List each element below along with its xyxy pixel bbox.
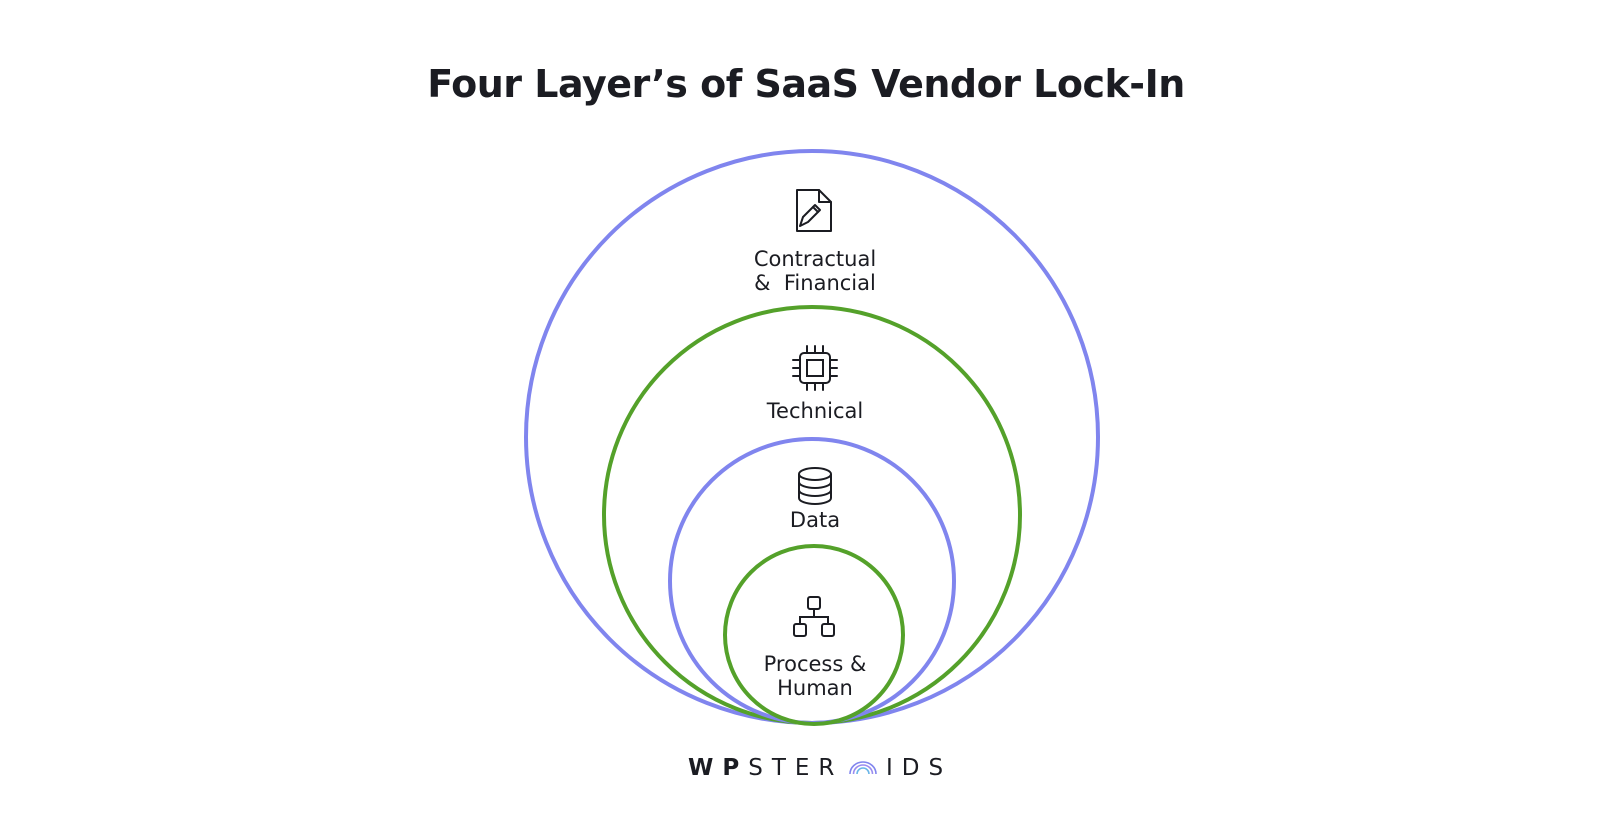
document-pen-icon [796, 189, 832, 232]
layer-label-contractual-line-1: Contractual [754, 247, 876, 271]
ring-process-human [723, 544, 905, 726]
database-icon [798, 467, 832, 505]
diagram-title: Four Layer’s of SaaS Vendor Lock-In [427, 62, 1185, 106]
brand-wordmark-bold: WP [688, 755, 748, 781]
brand-wordmark-mid: STER [748, 755, 843, 781]
wpsteroids-logo: WPSTER IDS [688, 755, 952, 781]
layer-label-data: Data [790, 508, 840, 532]
layer-label-process-line-1: Process & [764, 652, 867, 676]
rainbow-arcs-icon [849, 761, 877, 775]
layer-label-process-line-2: Human [777, 676, 853, 700]
org-chart-icon [793, 596, 835, 637]
brand-wordmark-end: IDS [886, 755, 952, 781]
layer-label-technical: Technical [766, 399, 863, 423]
svg-text:WPSTER: WPSTER [688, 755, 843, 781]
cpu-chip-icon [792, 345, 838, 391]
layer-label-contractual-line-2: & Financial [754, 271, 876, 295]
